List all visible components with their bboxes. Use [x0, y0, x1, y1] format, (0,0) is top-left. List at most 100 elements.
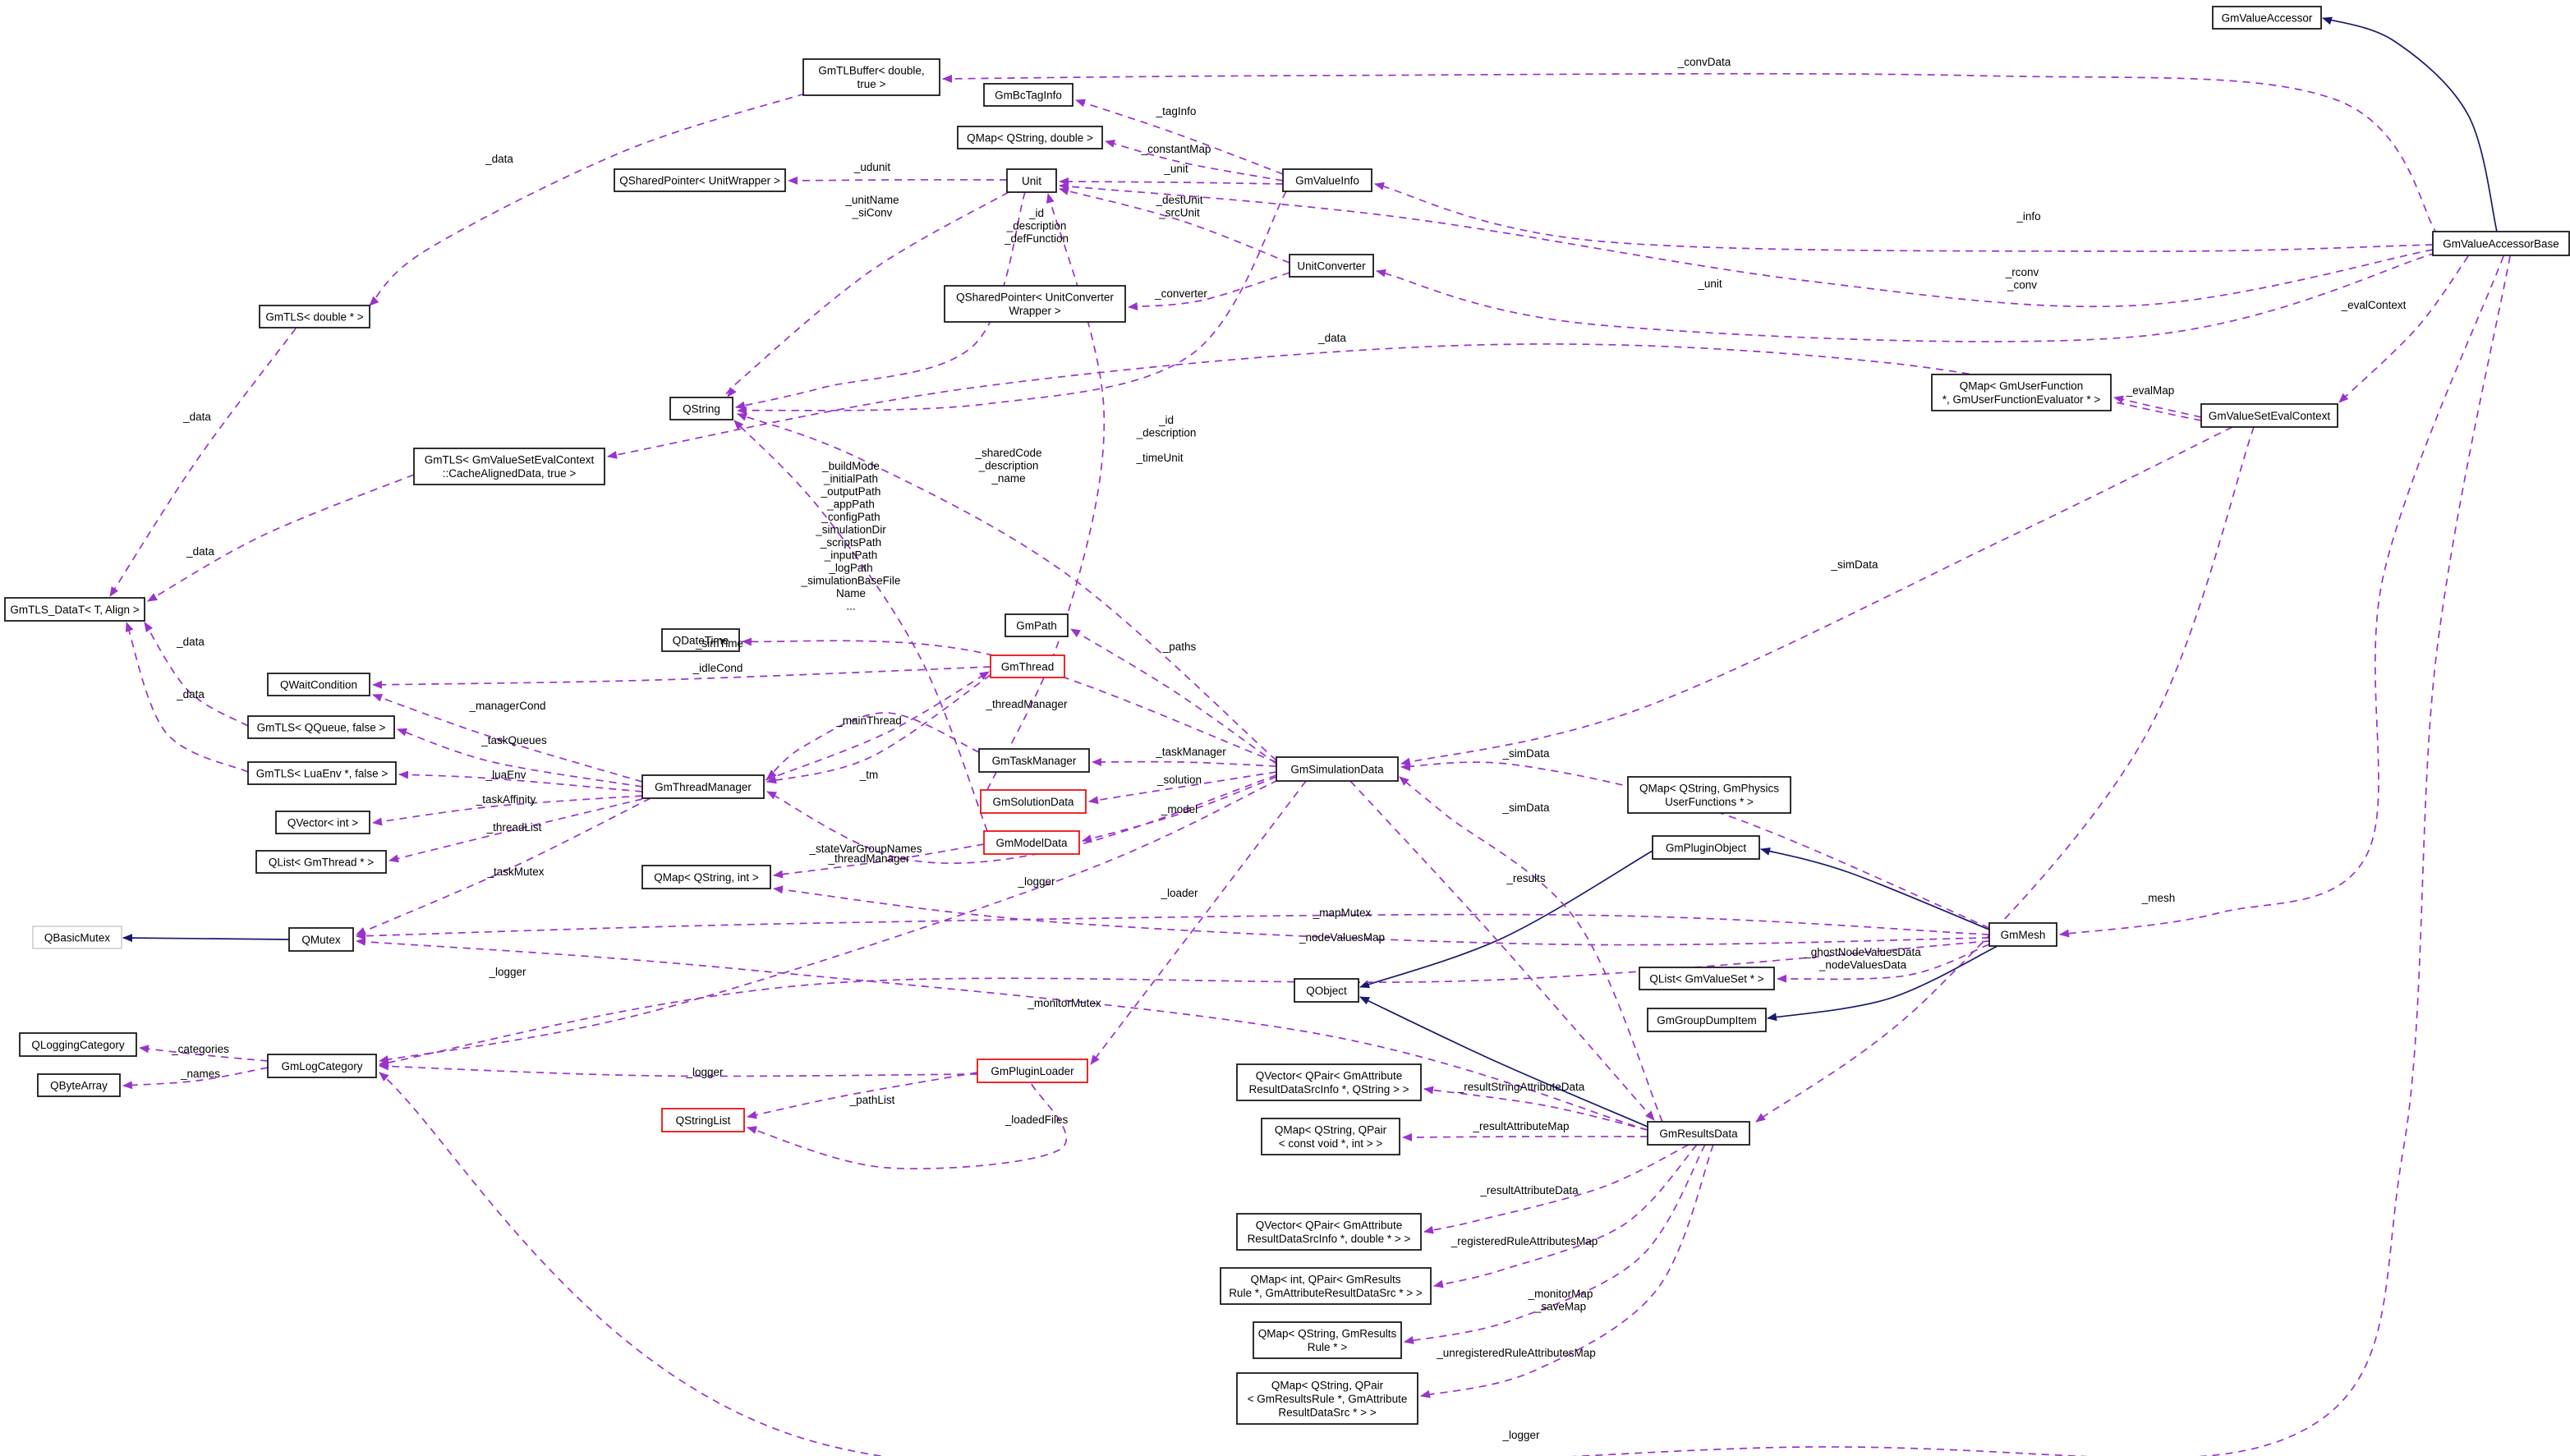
node-qstring[interactable]: QString: [669, 397, 733, 420]
node-qlistthr[interactable]: QList< GmThread * >: [255, 850, 387, 874]
node-tlsd[interactable]: GmTLS< double * >: [259, 305, 370, 328]
class-box[interactable]: [983, 83, 1074, 107]
class-box[interactable]: [1627, 776, 1791, 814]
class-box[interactable]: [641, 865, 771, 889]
class-box[interactable]: [957, 126, 1103, 149]
class-box[interactable]: [802, 58, 940, 96]
node-qbmutex[interactable]: QBasicMutex: [32, 926, 122, 949]
node-mapqsi[interactable]: QMap< QString, int >: [641, 865, 771, 889]
node-groupdump[interactable]: GmGroupDumpItem: [1647, 1008, 1767, 1032]
node-qlogcat[interactable]: QLoggingCategory: [19, 1032, 137, 1057]
class-box[interactable]: [1647, 1008, 1767, 1032]
node-plugobj[interactable]: GmPluginObject: [1652, 835, 1760, 860]
node-qwait[interactable]: QWaitCondition: [267, 673, 370, 696]
class-box[interactable]: [1639, 967, 1775, 990]
class-box[interactable]: [1988, 922, 2057, 947]
class-box[interactable]: [1220, 1267, 1432, 1305]
node-qvecint[interactable]: QVector< int >: [275, 811, 370, 834]
class-box[interactable]: [2432, 231, 2570, 256]
class-box[interactable]: [275, 811, 370, 834]
node-spuw[interactable]: QSharedPointer< UnitWrapper >: [614, 168, 786, 192]
class-box[interactable]: [288, 927, 354, 952]
class-box[interactable]: [661, 628, 740, 652]
node-logcat[interactable]: GmLogCategory: [267, 1054, 377, 1078]
node-gmmesh[interactable]: GmMesh: [1988, 922, 2057, 947]
class-box[interactable]: [641, 774, 765, 799]
class-box[interactable]: [1294, 978, 1359, 1003]
node-vab[interactable]: GmValueAccessorBase: [2432, 231, 2570, 256]
class-box[interactable]: [1931, 374, 2112, 411]
class-box[interactable]: [1652, 835, 1760, 860]
class-box[interactable]: [1236, 1213, 1422, 1251]
class-box[interactable]: [267, 673, 370, 696]
class-box[interactable]: [1253, 1321, 1402, 1359]
class-box[interactable]: [255, 850, 387, 874]
node-tlslua[interactable]: GmTLS< LuaEnv *, false >: [247, 761, 397, 785]
node-qstrlist[interactable]: QStringList: [661, 1108, 745, 1132]
node-uconv[interactable]: UnitConverter: [1289, 254, 1374, 278]
class-box[interactable]: [669, 397, 733, 420]
node-thrmgr[interactable]: GmThreadManager: [641, 774, 765, 799]
node-taskmgr[interactable]: GmTaskManager: [978, 748, 1090, 773]
node-simdata[interactable]: GmSimulationData: [1276, 756, 1399, 782]
node-gmthread[interactable]: GmThread: [990, 655, 1065, 678]
node-qlistvs[interactable]: QList< GmValueSet * >: [1639, 967, 1775, 990]
class-box[interactable]: [990, 655, 1065, 678]
class-box[interactable]: [1236, 1063, 1422, 1101]
class-box[interactable]: [977, 1059, 1088, 1083]
class-box[interactable]: [1006, 168, 1057, 193]
node-mapvoid[interactable]: QMap< QString, QPair< const void *, int …: [1261, 1118, 1400, 1155]
class-box[interactable]: [1282, 168, 1372, 192]
node-vsec[interactable]: GmValueSetEvalContext: [2200, 403, 2338, 428]
class-box[interactable]: [247, 761, 397, 785]
class-box[interactable]: [4, 597, 145, 622]
class-box[interactable]: [1005, 613, 1069, 637]
class-box[interactable]: [1261, 1118, 1400, 1155]
class-box[interactable]: [1236, 1372, 1418, 1425]
class-box[interactable]: [37, 1073, 121, 1097]
node-mapguf[interactable]: QMap< GmUserFunction*, GmUserFunctionEva…: [1931, 374, 2112, 411]
class-box[interactable]: [413, 448, 605, 485]
class-box[interactable]: [661, 1108, 745, 1132]
node-qbytearr[interactable]: QByteArray: [37, 1073, 121, 1097]
node-soldata[interactable]: GmSolutionData: [980, 789, 1087, 814]
node-resultsdata[interactable]: GmResultsData: [1647, 1121, 1750, 1146]
class-box[interactable]: [978, 748, 1090, 773]
class-box[interactable]: [267, 1054, 377, 1078]
class-box[interactable]: [1276, 756, 1399, 782]
node-qmutex[interactable]: QMutex: [288, 927, 354, 952]
node-tlbuf[interactable]: GmTLBuffer< double,true >: [802, 58, 940, 96]
class-box[interactable]: [2200, 403, 2338, 428]
class-box[interactable]: [19, 1032, 137, 1057]
node-gmpath[interactable]: GmPath: [1005, 613, 1069, 637]
class-box[interactable]: [1647, 1121, 1750, 1146]
node-pluginloader[interactable]: GmPluginLoader: [977, 1059, 1088, 1083]
node-tlsqq[interactable]: GmTLS< QQueue, false >: [247, 715, 395, 739]
class-box[interactable]: [944, 285, 1126, 323]
node-unit[interactable]: Unit: [1006, 168, 1057, 193]
node-modeldata[interactable]: GmModelData: [983, 830, 1080, 855]
class-box[interactable]: [247, 715, 395, 739]
node-tlsdt[interactable]: GmTLS_DataT< T, Align >: [4, 597, 145, 622]
node-tlscad[interactable]: GmTLS< GmValueSetEvalContext::CacheAlign…: [413, 448, 605, 485]
class-box[interactable]: [32, 926, 122, 949]
node-mapqspair[interactable]: QMap< QString, QPair< GmResultsRule *, G…: [1236, 1372, 1418, 1425]
node-qobject[interactable]: QObject: [1294, 978, 1359, 1003]
node-bctag[interactable]: GmBcTagInfo: [983, 83, 1074, 107]
node-mapqsd[interactable]: QMap< QString, double >: [957, 126, 1103, 149]
class-box[interactable]: [259, 305, 370, 328]
class-box[interactable]: [980, 789, 1087, 814]
class-box[interactable]: [614, 168, 786, 192]
class-box[interactable]: [983, 830, 1080, 855]
node-qdt[interactable]: QDateTime: [661, 628, 740, 652]
class-box[interactable]: [2212, 6, 2322, 30]
class-box[interactable]: [1289, 254, 1374, 278]
node-va[interactable]: GmValueAccessor: [2212, 6, 2322, 30]
node-vinfo[interactable]: GmValueInfo: [1282, 168, 1372, 192]
